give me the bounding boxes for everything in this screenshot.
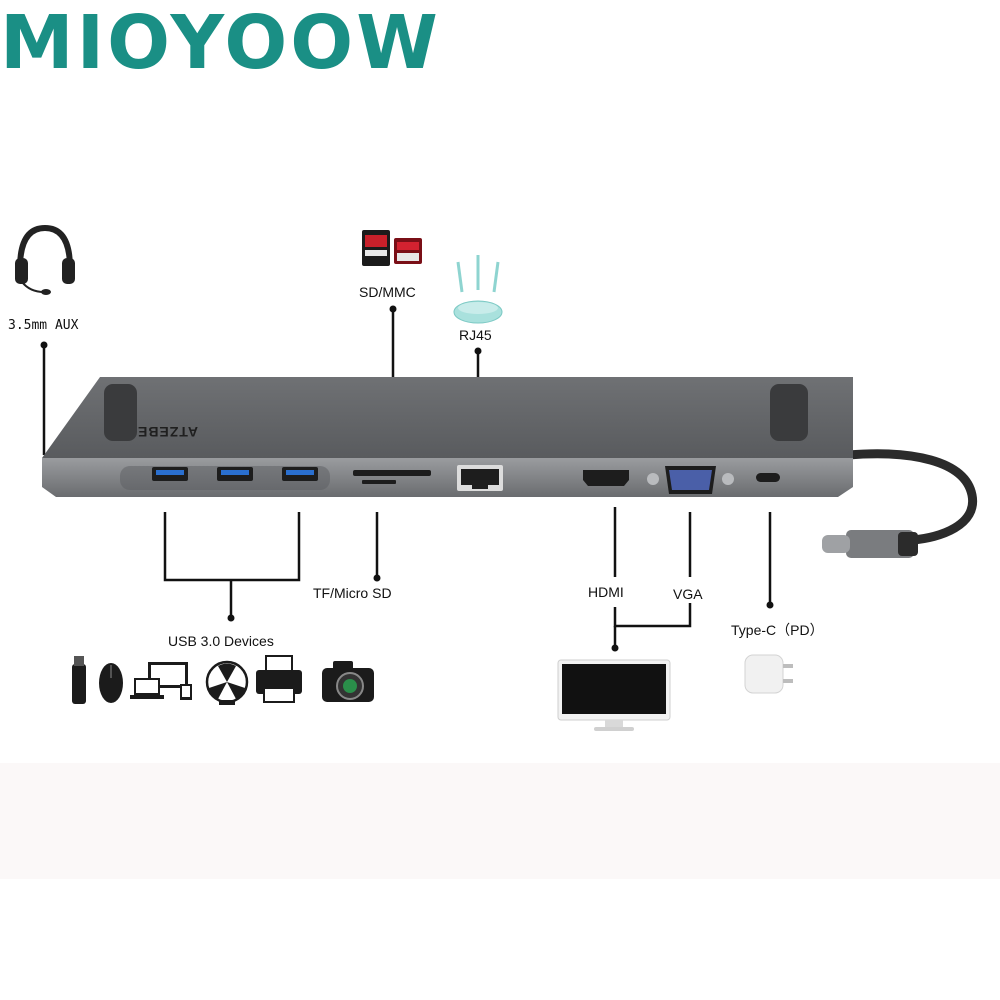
vga-port <box>647 466 734 494</box>
fan-icon <box>205 660 249 705</box>
usb-hub-body <box>42 377 853 497</box>
background-band <box>0 763 1000 879</box>
connector-dots <box>40 305 774 652</box>
router-icon <box>453 255 503 324</box>
aux-label: 3.5mm AUX <box>8 318 79 333</box>
monitor-icon <box>557 659 671 731</box>
type-c-label: Type-C（PD） <box>731 622 824 638</box>
mouse-icon <box>99 663 123 703</box>
usb-devices-label: USB 3.0 Devices <box>168 633 274 649</box>
type-c-port <box>756 473 780 482</box>
usb-ports <box>152 467 318 481</box>
hdmi-port <box>583 470 629 486</box>
printer-icon <box>256 655 302 703</box>
vga-label: VGA <box>673 586 703 602</box>
tf-micro-sd-label: TF/Micro SD <box>313 585 392 601</box>
rj45-port <box>457 465 503 491</box>
hdmi-label: HDMI <box>588 584 624 600</box>
usb-drive-icon <box>72 656 86 704</box>
computer-icon <box>130 662 192 700</box>
charger-icon <box>744 654 793 694</box>
brand-logo: MIOYOOW <box>0 0 441 86</box>
camera-icon <box>322 661 374 702</box>
rj45-label: RJ45 <box>459 327 492 343</box>
sd-card-icon <box>362 230 422 266</box>
sd-mmc-label: SD/MMC <box>359 284 416 300</box>
hub-engraving: ATZEBE <box>137 424 198 440</box>
usb-c-cable <box>822 449 978 558</box>
headset-icon <box>15 224 75 295</box>
card-slots <box>353 470 431 484</box>
